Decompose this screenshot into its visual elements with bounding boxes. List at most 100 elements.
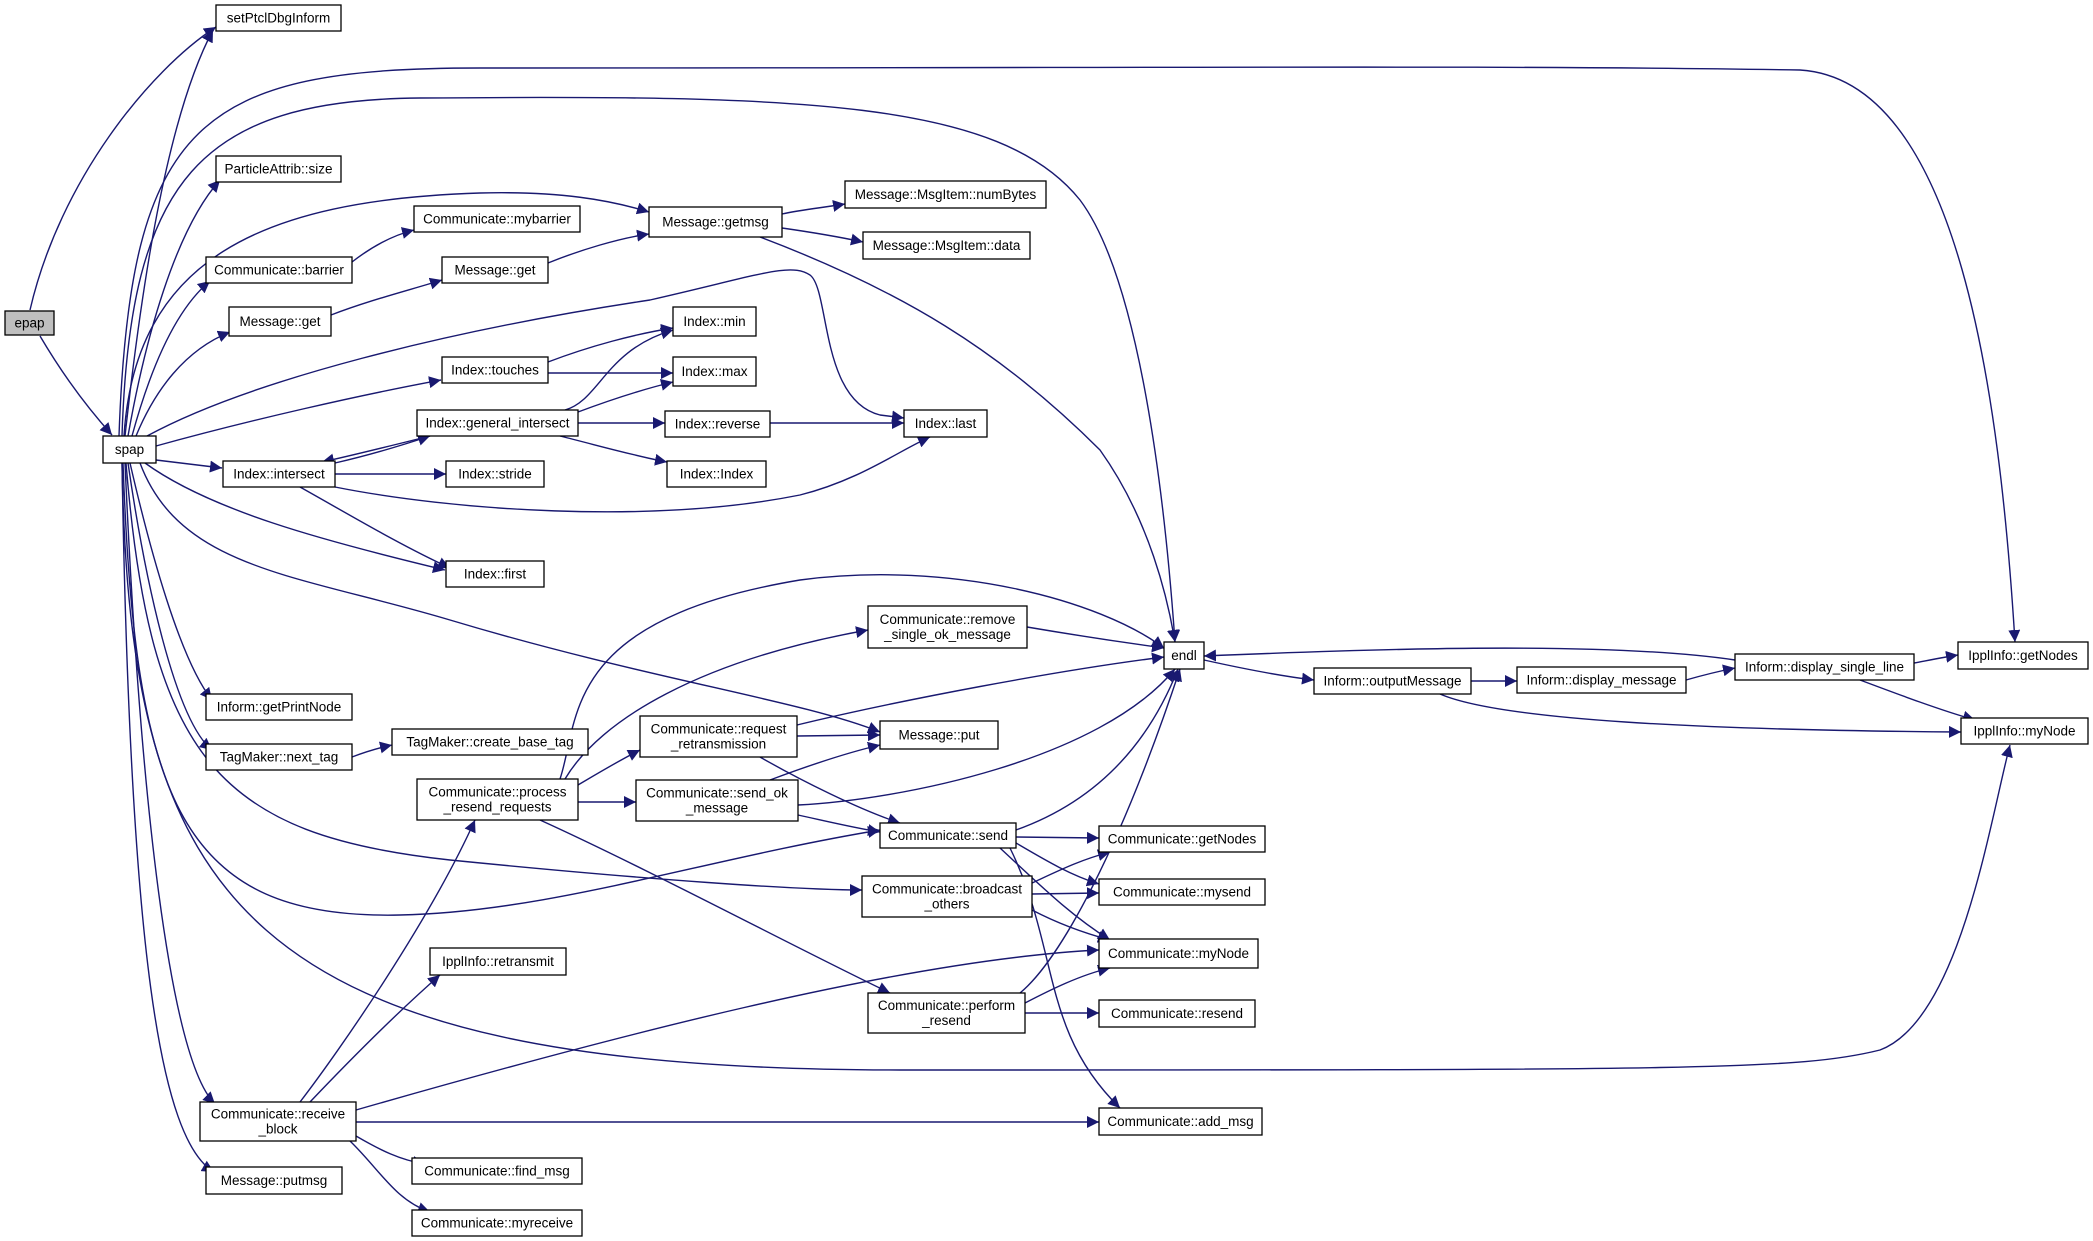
node-box[interactable]	[1960, 717, 2089, 745]
node-InformGetPrintNode[interactable]: Inform::getPrintNode	[205, 693, 353, 721]
node-box[interactable]	[416, 409, 579, 437]
node-box[interactable]	[441, 356, 549, 384]
node-IpplInfoRetransmit[interactable]: IpplInfo::retransmit	[429, 947, 567, 976]
node-box[interactable]	[205, 256, 353, 284]
node-MessageGet1[interactable]: Message::get	[228, 306, 332, 337]
node-box[interactable]	[445, 560, 545, 588]
node-TagMakerNextTag[interactable]: TagMaker::next_tag	[205, 743, 353, 771]
node-CommMysend[interactable]: Communicate::mysend	[1098, 878, 1266, 906]
node-IndexGeneralIntersect[interactable]: Index::general_intersect	[416, 409, 579, 437]
node-IndexTouches[interactable]: Index::touches	[441, 356, 549, 384]
node-box[interactable]	[205, 1166, 343, 1195]
node-IpplInfoGetNodes[interactable]: IpplInfo::getNodes	[1957, 641, 2089, 670]
node-ParticleAttribSize[interactable]: ParticleAttrib::size	[215, 155, 342, 183]
node-box[interactable]	[413, 205, 581, 233]
node-CommBarrier[interactable]: Communicate::barrier	[205, 256, 353, 284]
node-IpplInfoMyNode[interactable]: IpplInfo::myNode	[1960, 717, 2089, 745]
node-IndexStride[interactable]: Index::stride	[445, 460, 545, 488]
node-CommProcessResend[interactable]: Communicate::process_resend_requests	[416, 778, 579, 821]
node-CommAddMsg[interactable]: Communicate::add_msg	[1098, 1107, 1263, 1136]
node-MessagePutmsg[interactable]: Message::putmsg	[205, 1166, 343, 1195]
node-box[interactable]	[1163, 641, 1205, 670]
node-box[interactable]	[1957, 641, 2089, 670]
node-box[interactable]	[1098, 878, 1266, 906]
node-IndexMin[interactable]: Index::min	[672, 306, 757, 337]
node-label: Communicate::add_msg	[1107, 1114, 1253, 1129]
node-box[interactable]	[879, 720, 999, 750]
node-InformOutputMessage[interactable]: Inform::outputMessage	[1313, 667, 1472, 695]
node-box[interactable]	[672, 356, 757, 387]
node-box[interactable]	[648, 206, 783, 238]
node-box[interactable]	[639, 715, 798, 758]
node-box[interactable]	[867, 605, 1028, 649]
node-box[interactable]	[445, 460, 545, 488]
node-CommGetNodes[interactable]: Communicate::getNodes	[1098, 825, 1266, 853]
node-IndexIndex[interactable]: Index::Index	[666, 460, 767, 488]
node-box[interactable]	[4, 310, 55, 336]
node-box[interactable]	[215, 4, 342, 32]
node-MessageGet2[interactable]: Message::get	[441, 256, 549, 284]
node-CommMyNode[interactable]: Communicate::myNode	[1098, 938, 1259, 969]
node-epap[interactable]: epap	[4, 310, 55, 336]
node-box[interactable]	[635, 779, 799, 822]
node-box[interactable]	[228, 306, 332, 337]
node-CommRequestRetrans[interactable]: Communicate::request_retransmission	[639, 715, 798, 758]
node-MsgItemNumBytes[interactable]: Message::MsgItem::numBytes	[844, 180, 1047, 209]
node-setPtclDbgInform[interactable]: setPtclDbgInform	[215, 4, 342, 32]
node-IndexFirst[interactable]: Index::first	[445, 560, 545, 588]
node-box[interactable]	[205, 743, 353, 771]
node-CommReceiveBlock[interactable]: Communicate::receive_block	[199, 1101, 357, 1142]
node-box[interactable]	[429, 947, 567, 976]
node-CommMyreceive[interactable]: Communicate::myreceive	[411, 1209, 583, 1237]
node-box[interactable]	[1313, 667, 1472, 695]
node-box[interactable]	[664, 410, 771, 438]
node-box[interactable]	[861, 875, 1033, 918]
node-IndexIntersect[interactable]: Index::intersect	[222, 460, 336, 488]
node-TagMakerCreateBaseTag[interactable]: TagMaker::create_base_tag	[391, 728, 589, 756]
node-box[interactable]	[1098, 1107, 1263, 1136]
node-endl[interactable]: endl	[1163, 641, 1205, 670]
node-box[interactable]	[867, 992, 1026, 1034]
node-box[interactable]	[879, 822, 1017, 849]
node-box[interactable]	[844, 180, 1047, 209]
node-CommBroadcastOthers[interactable]: Communicate::broadcast_others	[861, 875, 1033, 918]
node-box[interactable]	[199, 1101, 357, 1142]
node-spap[interactable]: spap	[102, 435, 157, 464]
node-label: Communicate::barrier	[214, 263, 344, 278]
node-MessagePut[interactable]: Message::put	[879, 720, 999, 750]
node-box[interactable]	[666, 460, 767, 488]
node-IndexLast[interactable]: Index::last	[903, 409, 988, 438]
node-box[interactable]	[1516, 666, 1687, 694]
node-box[interactable]	[205, 693, 353, 721]
node-label: Message::MsgItem::data	[873, 238, 1021, 253]
node-CommPerformResend[interactable]: Communicate::perform_resend	[867, 992, 1026, 1034]
node-box[interactable]	[1098, 999, 1256, 1028]
edge-CommPerformResend-to-CommMyNode	[1024, 964, 1111, 1004]
node-box[interactable]	[391, 728, 589, 756]
node-box[interactable]	[222, 460, 336, 488]
node-IndexReverse[interactable]: Index::reverse	[664, 410, 771, 438]
node-InformDisplaySingleLine[interactable]: Inform::display_single_line	[1734, 653, 1915, 681]
node-box[interactable]	[862, 231, 1031, 260]
node-box[interactable]	[1734, 653, 1915, 681]
node-IndexMax[interactable]: Index::max	[672, 356, 757, 387]
node-CommResend[interactable]: Communicate::resend	[1098, 999, 1256, 1028]
node-CommFindMsg[interactable]: Communicate::find_msg	[411, 1157, 583, 1185]
node-box[interactable]	[411, 1209, 583, 1237]
node-MsgItemData[interactable]: Message::MsgItem::data	[862, 231, 1031, 260]
node-MessageGetmsg[interactable]: Message::getmsg	[648, 206, 783, 238]
node-box[interactable]	[215, 155, 342, 183]
node-box[interactable]	[416, 778, 579, 821]
node-CommSend[interactable]: Communicate::send	[879, 822, 1017, 849]
node-CommRemoveSingleOk[interactable]: Communicate::remove_single_ok_message	[867, 605, 1028, 649]
node-box[interactable]	[672, 306, 757, 337]
node-InformDisplayMessage[interactable]: Inform::display_message	[1516, 666, 1687, 694]
node-box[interactable]	[1098, 938, 1259, 969]
node-CommMybarrier[interactable]: Communicate::mybarrier	[413, 205, 581, 233]
node-box[interactable]	[903, 409, 988, 438]
node-CommSendOk[interactable]: Communicate::send_ok_message	[635, 779, 799, 822]
node-box[interactable]	[1098, 825, 1266, 853]
node-box[interactable]	[411, 1157, 583, 1185]
node-box[interactable]	[102, 435, 157, 464]
node-box[interactable]	[441, 256, 549, 284]
